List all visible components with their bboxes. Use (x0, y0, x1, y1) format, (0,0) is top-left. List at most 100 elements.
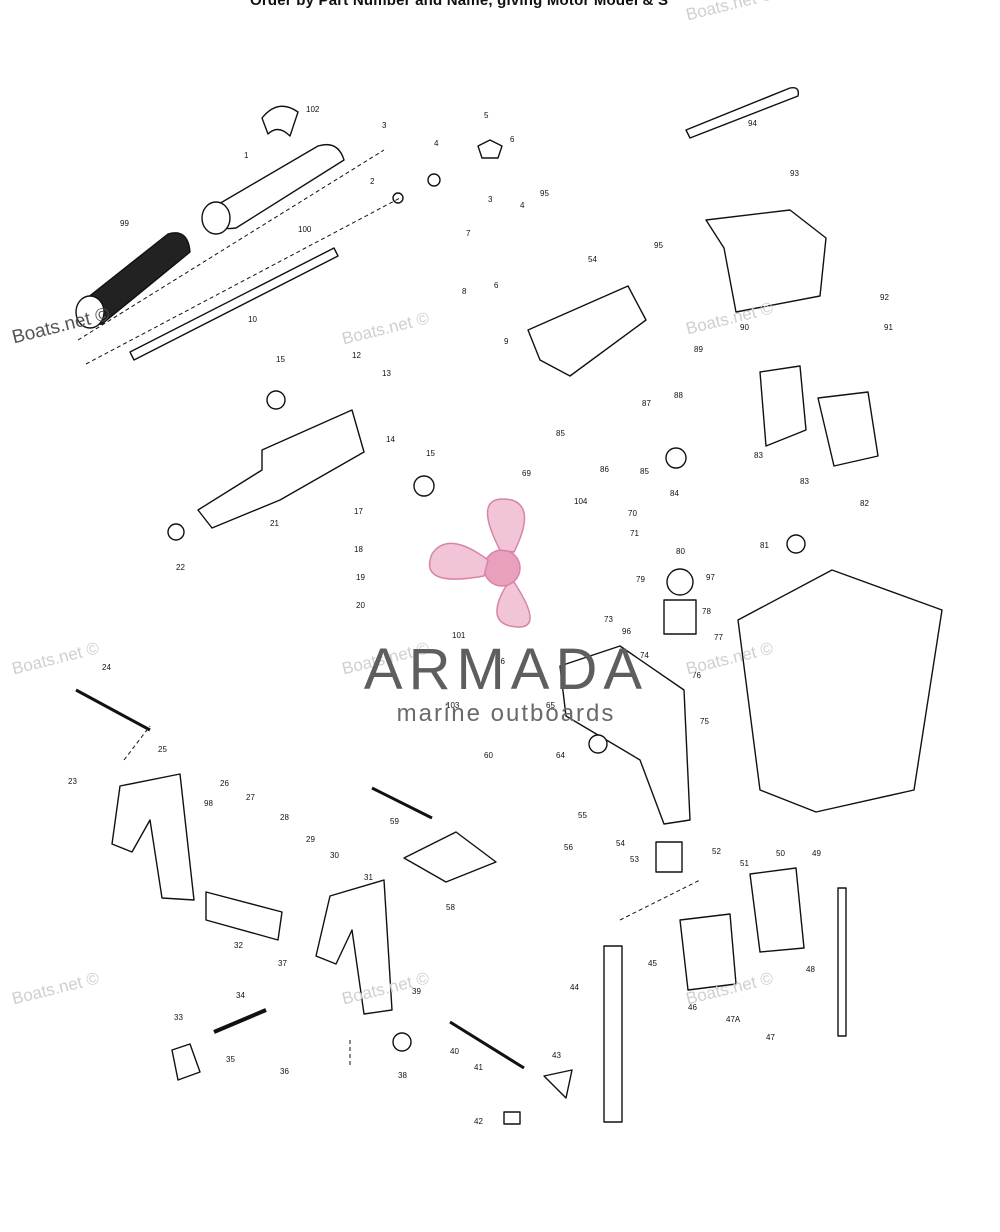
callout-label: 41 (474, 1063, 483, 1072)
callout-label: 33 (174, 1013, 183, 1022)
callout-label: 1 (244, 151, 249, 160)
header-text: Order by Part Number and Name, giving Mo… (250, 0, 669, 9)
part-4 (427, 173, 441, 187)
brand-block: ARMADA marine outboards (346, 640, 666, 728)
callout-label: 78 (702, 607, 711, 616)
callout-label: 15 (276, 355, 285, 364)
part-97 (666, 568, 694, 596)
callout-label: 86 (600, 465, 609, 474)
callout-label: 52 (712, 847, 721, 856)
part-24 (75, 688, 151, 732)
callout-label: 40 (450, 1047, 459, 1056)
callout-label: 80 (676, 547, 685, 556)
brand-logo-propeller (428, 498, 531, 628)
part-75 (559, 645, 691, 825)
part-22 (167, 523, 185, 541)
callout-label: 74 (640, 651, 649, 660)
part-99 (75, 232, 191, 329)
callout-label: 81 (760, 541, 769, 550)
part-102 (261, 105, 299, 137)
callout-label: 42 (474, 1117, 483, 1126)
callout-label: 17 (354, 507, 363, 516)
callout-label: 66 (496, 657, 505, 666)
callout-label: 44 (570, 983, 579, 992)
callout-label: 93 (790, 169, 799, 178)
callout-label: 29 (306, 835, 315, 844)
callout-label: 9 (504, 337, 509, 346)
part-10 (129, 247, 339, 361)
callout-label: 98 (204, 799, 213, 808)
callout-label: 4 (434, 139, 439, 148)
callout-label: 75 (700, 717, 709, 726)
callout-label: 4 (520, 201, 525, 210)
callout-label: 58 (446, 903, 455, 912)
callout-label: 25 (158, 745, 167, 754)
callout-label: 7 (466, 229, 471, 238)
part-44 (603, 945, 623, 1123)
callout-label: 94 (748, 119, 757, 128)
callout-label: 102 (306, 105, 320, 114)
callout-label: 99 (120, 219, 129, 228)
part-94 (685, 86, 800, 139)
part-46 (679, 913, 737, 991)
callout-label: 31 (364, 873, 373, 882)
callout-label: 59 (390, 817, 399, 826)
part-9 (527, 285, 647, 377)
callout-label: 36 (280, 1067, 289, 1076)
part-32 (205, 891, 283, 941)
callout-label: 104 (574, 497, 588, 506)
callout-label: 26 (220, 779, 229, 788)
part-25 (111, 773, 195, 901)
part-50 (749, 867, 805, 953)
callout-label: 83 (754, 451, 763, 460)
callout-label: 20 (356, 601, 365, 610)
callout-label: 82 (860, 499, 869, 508)
callout-label: 6 (510, 135, 515, 144)
callout-label: 48 (806, 965, 815, 974)
callout-label: 65 (546, 701, 555, 710)
part-53 (655, 841, 683, 873)
part-5 (477, 139, 503, 159)
callout-label: 64 (556, 751, 565, 760)
callout-label: 83 (800, 477, 809, 486)
callout-label: 97 (706, 573, 715, 582)
part-81 (786, 534, 806, 554)
callout-label: 54 (616, 839, 625, 848)
callout-label: 56 (564, 843, 573, 852)
callout-label: 24 (102, 663, 111, 672)
callout-label: 35 (226, 1055, 235, 1064)
callout-label: 18 (354, 545, 363, 554)
part-31 (315, 879, 393, 1015)
callout-label: 28 (280, 813, 289, 822)
callout-label: 43 (552, 1051, 561, 1060)
callout-label: 19 (356, 573, 365, 582)
part-33 (171, 1043, 201, 1081)
callout-label: 71 (630, 529, 639, 538)
callout-label: 13 (382, 369, 391, 378)
part-84 (665, 447, 687, 469)
callout-label: 88 (674, 391, 683, 400)
callout-label: 84 (670, 489, 679, 498)
part-34 (213, 1008, 267, 1034)
part-59 (371, 786, 433, 820)
callout-label: 92 (880, 293, 889, 302)
assembly-lines (77, 149, 701, 1066)
callout-label: 12 (352, 351, 361, 360)
callout-label: 34 (236, 991, 245, 1000)
callout-label: 39 (412, 987, 421, 996)
callout-label: 60 (484, 751, 493, 760)
part-77 (737, 569, 943, 813)
callout-label: 85 (640, 467, 649, 476)
callout-label: 101 (452, 631, 466, 640)
part-83b (817, 391, 879, 467)
callout-label: 69 (522, 469, 531, 478)
callout-label: 96 (622, 627, 631, 636)
part-21 (197, 409, 365, 529)
callout-label: 3 (382, 121, 387, 130)
part-83a (759, 365, 807, 447)
callout-label: 95 (540, 189, 549, 198)
callout-label: 85 (556, 429, 565, 438)
callout-label: 5 (484, 111, 489, 120)
callout-label: 14 (386, 435, 395, 444)
